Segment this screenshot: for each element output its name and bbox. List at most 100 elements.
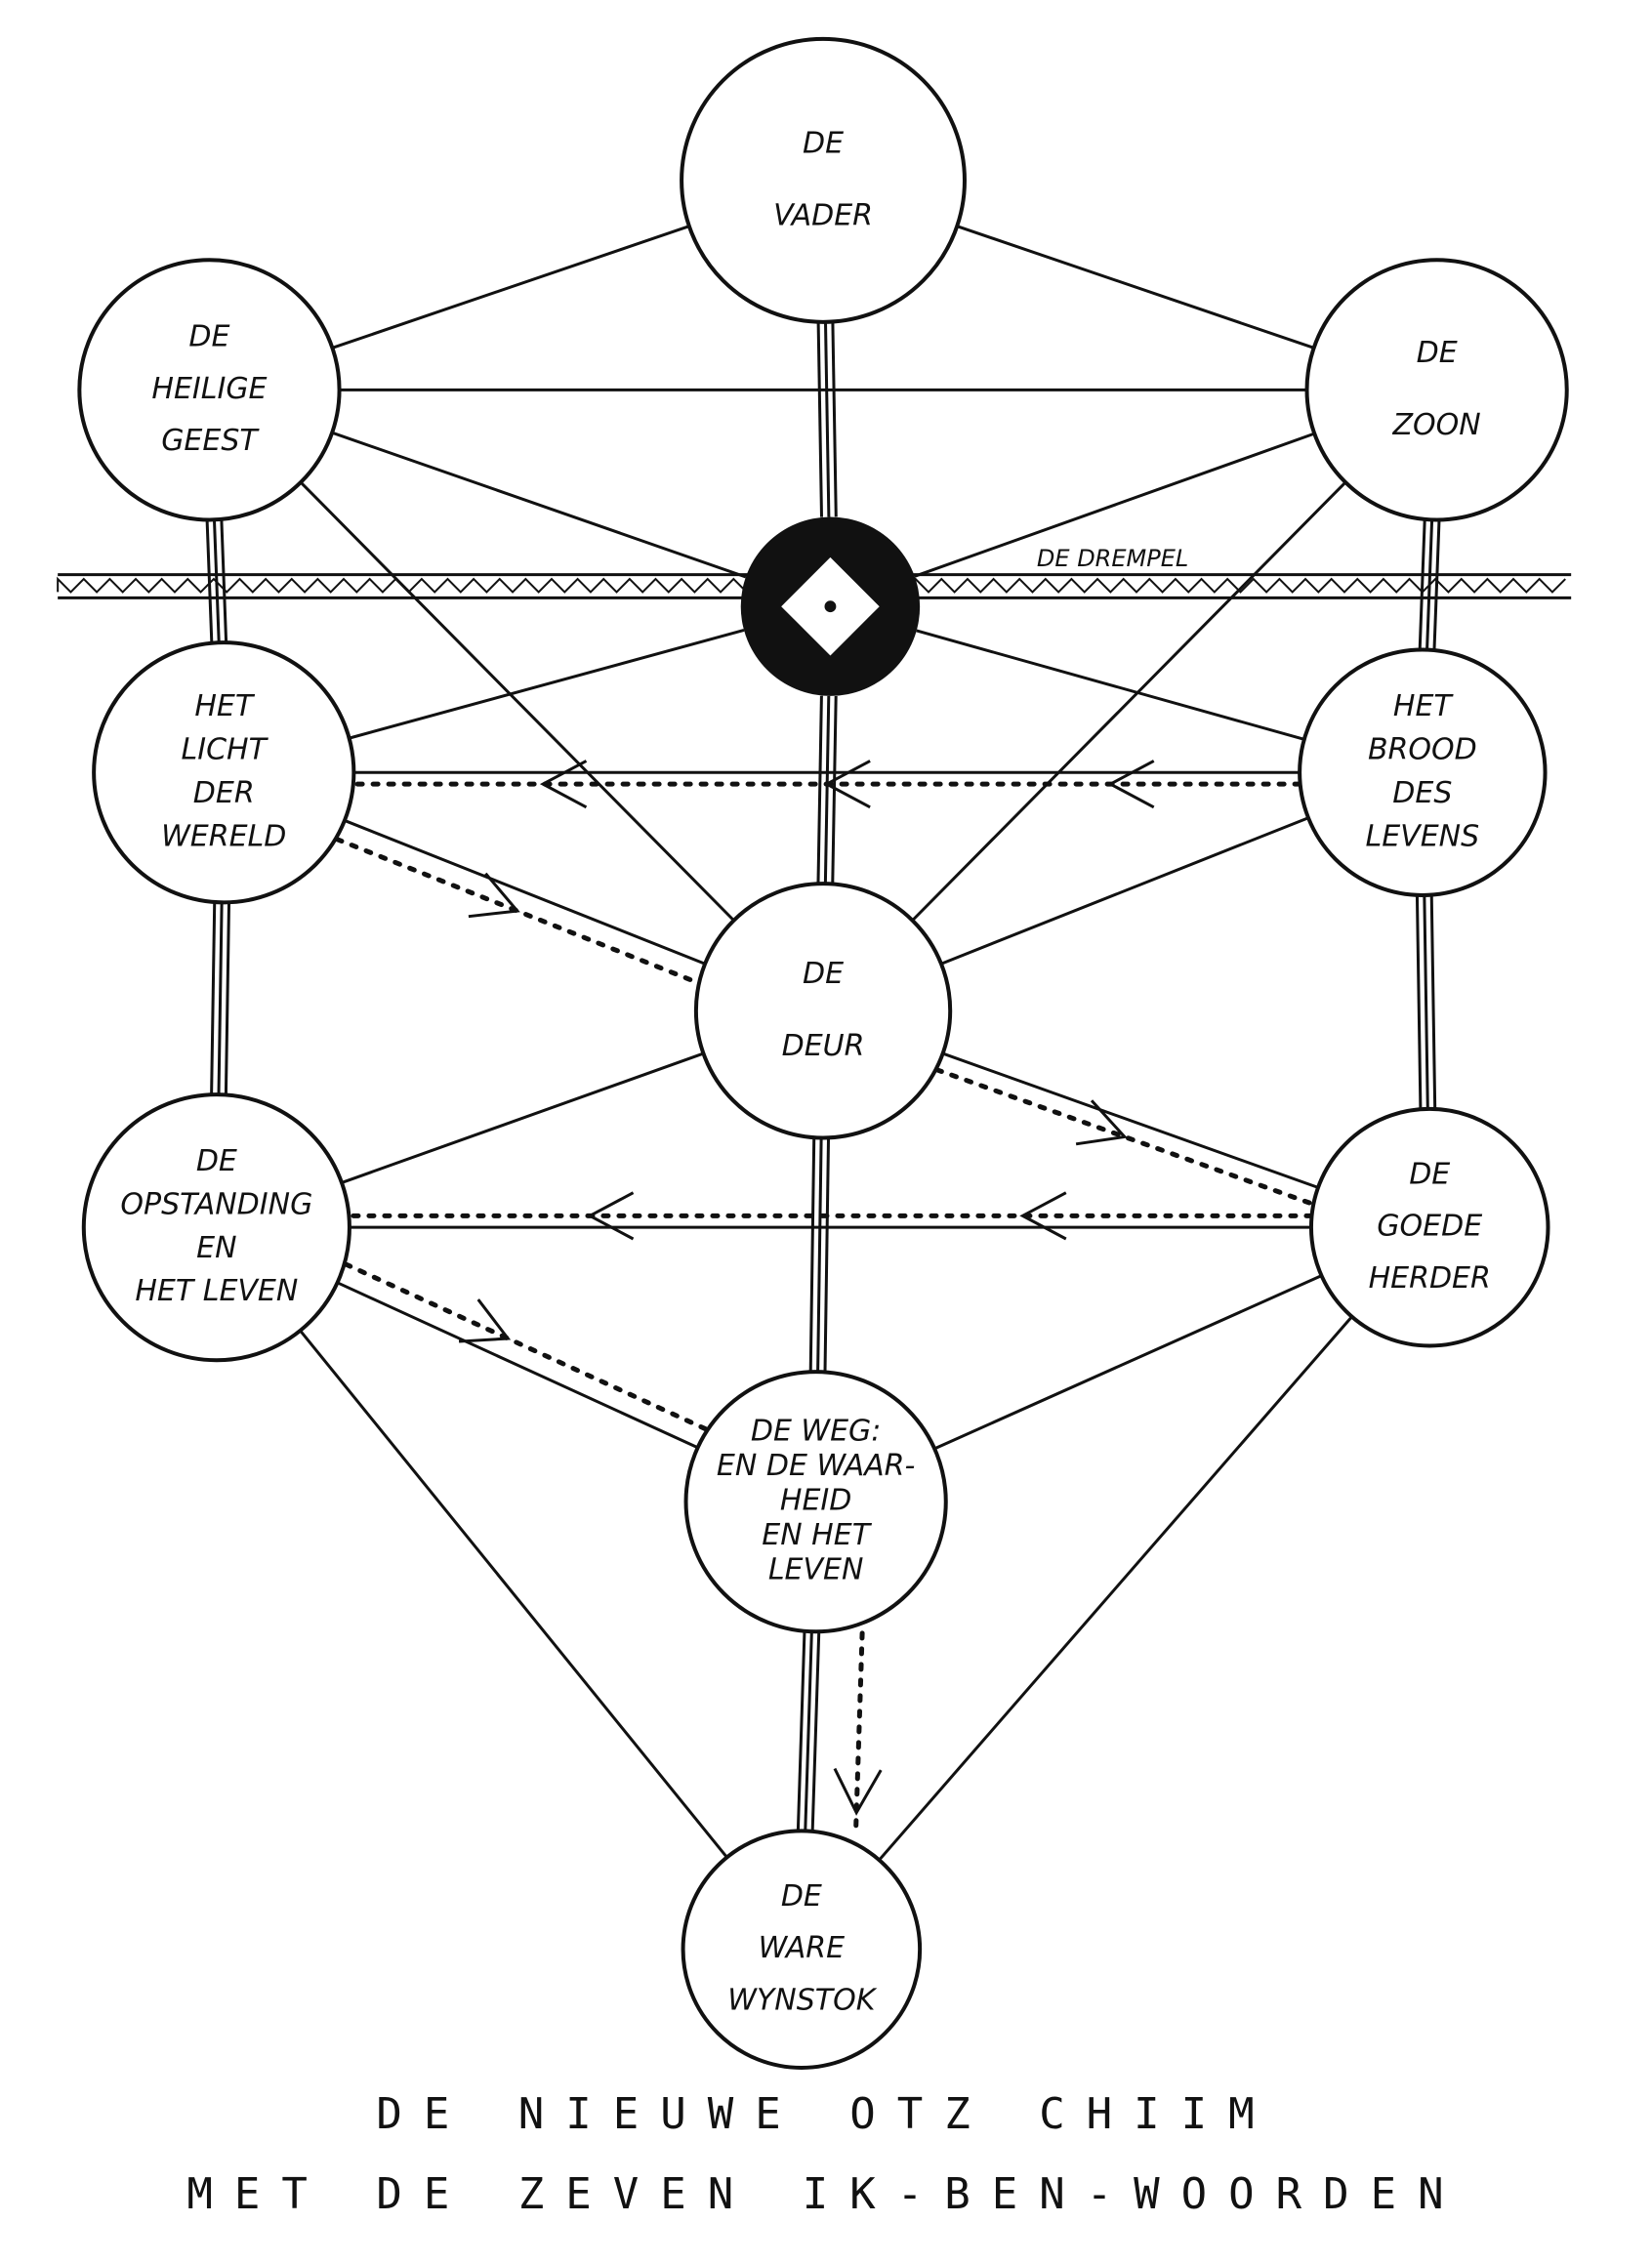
dotted-path-opstanding-weg xyxy=(343,1261,709,1432)
node-circle xyxy=(1304,258,1569,522)
node-label: DE xyxy=(196,1144,237,1178)
triple-path-vader-C xyxy=(816,321,838,517)
dotted-path-weg-wijnstok xyxy=(833,1630,883,1835)
node-label: DER xyxy=(193,776,255,810)
path-herder-weg xyxy=(933,1274,1323,1451)
node-label: LICHT xyxy=(182,733,269,767)
triple-path-weg-wijnstok xyxy=(796,1630,821,1832)
node-label: EN xyxy=(196,1231,236,1265)
triple-path-heilige-geest-licht xyxy=(205,519,228,643)
node-circle xyxy=(680,36,967,324)
node-circle xyxy=(77,258,342,522)
node-herder: DE GOEDE HERDER xyxy=(1308,1106,1550,1348)
node-label: DE xyxy=(1409,1157,1450,1191)
arrow-chevron xyxy=(539,760,588,809)
path-brood-C xyxy=(916,629,1305,741)
arrow-chevron xyxy=(1075,1099,1128,1146)
node-label: HET xyxy=(194,689,256,723)
path-zoon-deur xyxy=(911,480,1347,922)
center-dot xyxy=(824,600,837,613)
path-vader-zoon xyxy=(956,225,1315,350)
path-zoon-C xyxy=(914,432,1315,578)
triple-path-deur-weg xyxy=(808,1137,831,1373)
node-deur: DE DEUR xyxy=(693,882,953,1140)
node-label: HEID xyxy=(780,1484,851,1518)
node-circle xyxy=(681,1829,923,2070)
node-wijnstok: DE WARE WYNSTOK xyxy=(681,1829,923,2070)
node-label: WERELD xyxy=(161,819,286,853)
arrow-chevron xyxy=(468,872,520,919)
node-opstanding: DE OPSTANDING EN HET LEVEN xyxy=(81,1092,351,1363)
path-deur-herder xyxy=(942,1051,1319,1189)
node-label: OPSTANDING xyxy=(120,1187,312,1221)
path-deur-opstanding xyxy=(341,1051,704,1184)
path-vader-heilige-geest xyxy=(331,225,690,350)
dotted-paths xyxy=(334,760,1315,1835)
triple-path-licht-opstanding xyxy=(210,902,231,1095)
arrow-chevron xyxy=(586,1191,635,1241)
dotted-path-brood-licht xyxy=(351,760,1302,809)
node-licht: HET LICHT DER WERELD xyxy=(92,640,356,905)
arrow-chevron xyxy=(1107,760,1155,809)
node-circle xyxy=(683,1370,948,1634)
diagram-nodes: DE VADER DE HEILIGE GEEST DE ZOON HET LICHT DER WE… xyxy=(77,36,1569,2070)
node-label: GOEDE xyxy=(1377,1210,1482,1244)
node-label: DES xyxy=(1392,776,1452,810)
arrow-chevron xyxy=(458,1298,512,1343)
arrow-chevron xyxy=(833,1767,883,1816)
node-label: BROOD xyxy=(1368,733,1477,767)
path-brood-deur xyxy=(940,816,1309,966)
diagram-edges xyxy=(205,225,1441,1862)
node-circle xyxy=(693,882,953,1140)
node-label: HET xyxy=(1393,689,1455,723)
node-label: HET LEVEN xyxy=(135,1274,298,1308)
path-herder-wijnstok xyxy=(878,1315,1353,1862)
path-opstanding-weg xyxy=(336,1281,699,1450)
node-circle xyxy=(81,1092,351,1363)
threshold-label: DE DREMPEL xyxy=(1037,545,1188,572)
triple-path-brood-herder xyxy=(1415,894,1437,1110)
node-label: HEILIGE xyxy=(151,372,267,406)
dotted-path-herder-opstanding xyxy=(347,1191,1314,1241)
path-licht-deur xyxy=(344,819,706,966)
node-label: WARE xyxy=(759,1931,846,1965)
caption-title: DE NIEUWE OTZ CHIIM xyxy=(376,2089,1276,2139)
node-label: ZOON xyxy=(1392,408,1481,442)
node-label: EN HET xyxy=(762,1518,872,1552)
node-vader: DE VADER xyxy=(680,36,967,324)
node-label: DE xyxy=(188,320,229,354)
path-heilige-geest-C xyxy=(331,431,747,579)
node-label: EN DE WAAR- xyxy=(717,1449,915,1483)
node-label: DE xyxy=(1417,336,1458,370)
node-heilige-geest: DE HEILIGE GEEST xyxy=(77,258,342,522)
node-circle xyxy=(92,640,356,905)
dotted-path-deur-herder xyxy=(934,1067,1315,1207)
node-zoon: DE ZOON xyxy=(1304,258,1569,522)
node-label: DE xyxy=(803,957,844,991)
node-label: DE WEG: xyxy=(751,1415,882,1449)
arrow-chevron xyxy=(823,760,871,809)
node-brood: HET BROOD DES LEVENS xyxy=(1298,647,1548,897)
node-label: LEVEN xyxy=(768,1553,864,1587)
triple-path-zoon-brood xyxy=(1418,519,1441,650)
node-label: HERDER xyxy=(1369,1261,1491,1296)
path-heilige-geest-deur xyxy=(299,480,735,922)
triple-path-C-deur xyxy=(816,695,838,885)
hidden-center-node xyxy=(740,516,921,696)
node-label: WYNSTOK xyxy=(727,1983,877,2017)
path-licht-C xyxy=(349,628,745,740)
node-label: DE xyxy=(803,126,844,160)
node-label: DE xyxy=(781,1879,822,1914)
caption-subtitle: MET DE ZEVEN IK-BEN-WOORDEN xyxy=(186,2169,1466,2219)
path-opstanding-wijnstok xyxy=(299,1329,728,1859)
node-label: VADER xyxy=(773,198,873,232)
dotted-path-licht-deur xyxy=(334,837,700,985)
arrow-chevron xyxy=(1019,1191,1067,1241)
node-circle xyxy=(1308,1106,1550,1348)
node-label: LEVENS xyxy=(1366,819,1480,853)
node-label: GEEST xyxy=(161,424,260,458)
node-label: DEUR xyxy=(782,1029,865,1063)
node-circle xyxy=(1298,647,1548,897)
